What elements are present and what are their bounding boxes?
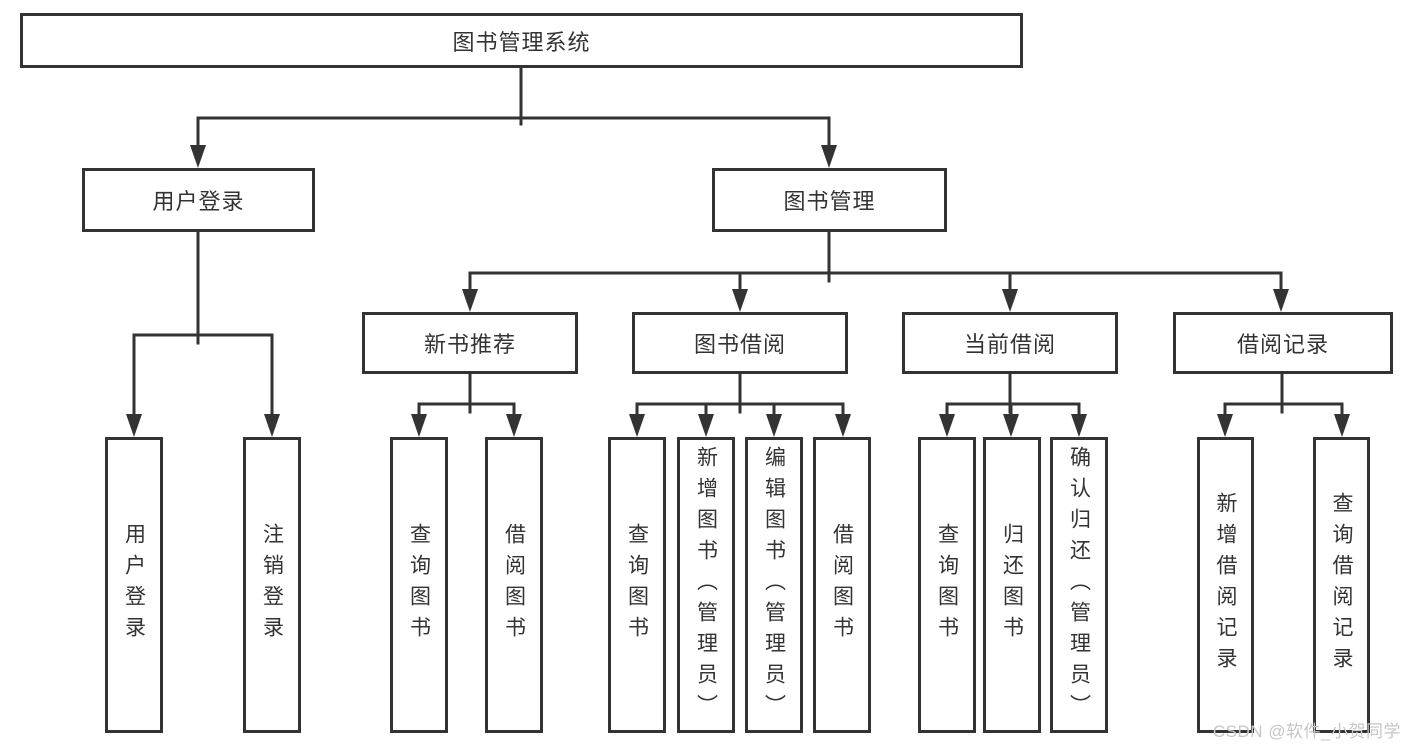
leaf-borrow-edit-book-admin-label: 编辑图书（管理员） (762, 445, 786, 725)
leaf-user-login-label: 用户登录 (122, 523, 146, 647)
node-root: 图书管理系统 (20, 13, 1023, 68)
node-current-borrow: 当前借阅 (902, 312, 1118, 374)
leaf-current-query-book-label: 查询图书 (935, 523, 959, 647)
leaf-recommend-borrow-book-label: 借阅图书 (502, 523, 526, 647)
leaf-borrow-add-book-admin: 新增图书（管理员） (677, 437, 735, 733)
leaf-recommend-query-book: 查询图书 (390, 437, 448, 733)
leaf-user-login: 用户登录 (105, 437, 163, 733)
leaf-records-add-record-label: 新增借阅记录 (1214, 492, 1237, 678)
leaf-borrow-query-book-label: 查询图书 (625, 523, 649, 647)
leaf-logout-label: 注销登录 (260, 523, 284, 647)
node-current-borrow-label: 当前借阅 (963, 332, 1056, 357)
leaf-current-confirm-return-admin: 确认归还（管理员） (1050, 437, 1108, 733)
leaf-borrow-query-book: 查询图书 (608, 437, 666, 733)
leaf-borrow-add-book-admin-label: 新增图书（管理员） (694, 445, 718, 725)
arrowheads (126, 145, 1350, 437)
leaf-borrow-edit-book-admin: 编辑图书（管理员） (745, 437, 803, 733)
node-user-login-label: 用户登录 (152, 189, 245, 214)
node-root-label: 图书管理系统 (452, 29, 591, 55)
node-book-management: 图书管理 (712, 168, 947, 232)
leaf-recommend-borrow-book: 借阅图书 (485, 437, 543, 733)
node-user-login: 用户登录 (82, 168, 315, 232)
leaf-recommend-query-book-label: 查询图书 (407, 523, 431, 647)
node-book-borrow: 图书借阅 (632, 312, 848, 374)
leaf-records-add-record: 新增借阅记录 (1197, 437, 1254, 733)
node-borrow-records: 借阅记录 (1173, 312, 1393, 374)
leaf-records-query-record: 查询借阅记录 (1313, 437, 1370, 733)
leaf-current-query-book: 查询图书 (918, 437, 976, 733)
node-new-book-recommend-label: 新书推荐 (423, 332, 516, 357)
leaf-current-return-book-label: 归还图书 (1000, 523, 1024, 647)
leaf-borrow-borrow-book: 借阅图书 (813, 437, 871, 733)
leaf-records-query-record-label: 查询借阅记录 (1330, 492, 1353, 678)
node-new-book-recommend: 新书推荐 (362, 312, 578, 374)
node-borrow-records-label: 借阅记录 (1236, 332, 1329, 357)
node-book-management-label: 图书管理 (783, 189, 876, 214)
leaf-logout: 注销登录 (243, 437, 301, 733)
leaf-current-return-book: 归还图书 (983, 437, 1041, 733)
csdn-watermark: CSDN @软件_小贺同学 (1212, 722, 1401, 741)
leaf-current-confirm-return-admin-label: 确认归还（管理员） (1067, 445, 1091, 725)
leaf-borrow-borrow-book-label: 借阅图书 (830, 523, 854, 647)
node-book-borrow-label: 图书借阅 (693, 332, 786, 357)
